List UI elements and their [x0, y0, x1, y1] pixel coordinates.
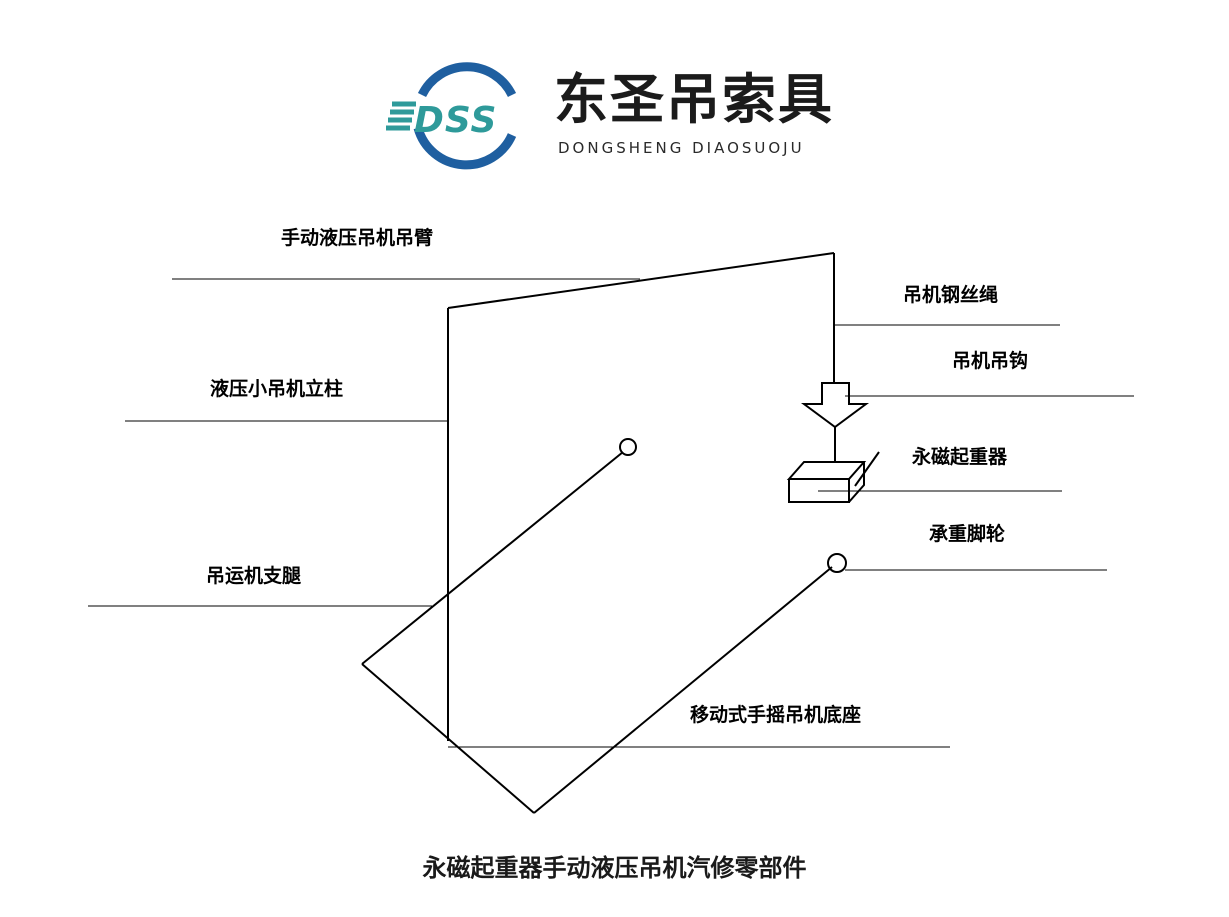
logo-ring-bottom: [413, 126, 517, 170]
logo-letters: DSS: [414, 100, 497, 141]
label-column: 液压小吊机立柱: [210, 378, 344, 400]
logo-ring-top: [417, 62, 517, 98]
base-right: [533, 566, 833, 814]
crane-arm: [447, 252, 835, 309]
hook-arrow: [800, 382, 870, 429]
caster-wheel-upper: [619, 438, 637, 456]
label-leg: 吊运机支腿: [206, 565, 302, 587]
label-lifter: 永磁起重器: [912, 446, 1008, 468]
label-hook: 吊机吊钩: [952, 350, 1029, 372]
label-arm: 手动液压吊机吊臂: [281, 227, 434, 249]
base-left: [361, 663, 535, 814]
diagram-caption: 永磁起重器手动液压吊机汽修零部件: [422, 854, 807, 882]
crane-structure: [361, 252, 880, 814]
brand-name-cn: 东圣吊索具: [554, 67, 834, 131]
leader-lines: [88, 278, 1134, 748]
label-wheel: 承重脚轮: [929, 523, 1006, 545]
brand-name-en: DONGSHENG DIAOSUOJU: [558, 139, 805, 157]
label-base: 移动式手摇吊机底座: [690, 704, 862, 726]
caster-wheel-lower: [827, 553, 847, 573]
logo-speed-lines: [386, 101, 416, 131]
logo-mark: DSS: [386, 62, 517, 170]
lifter-handle: [854, 451, 880, 487]
leg-upper: [361, 451, 624, 665]
label-wire: 吊机钢丝绳: [903, 284, 999, 306]
magnetic-lifter-box: [786, 461, 867, 503]
